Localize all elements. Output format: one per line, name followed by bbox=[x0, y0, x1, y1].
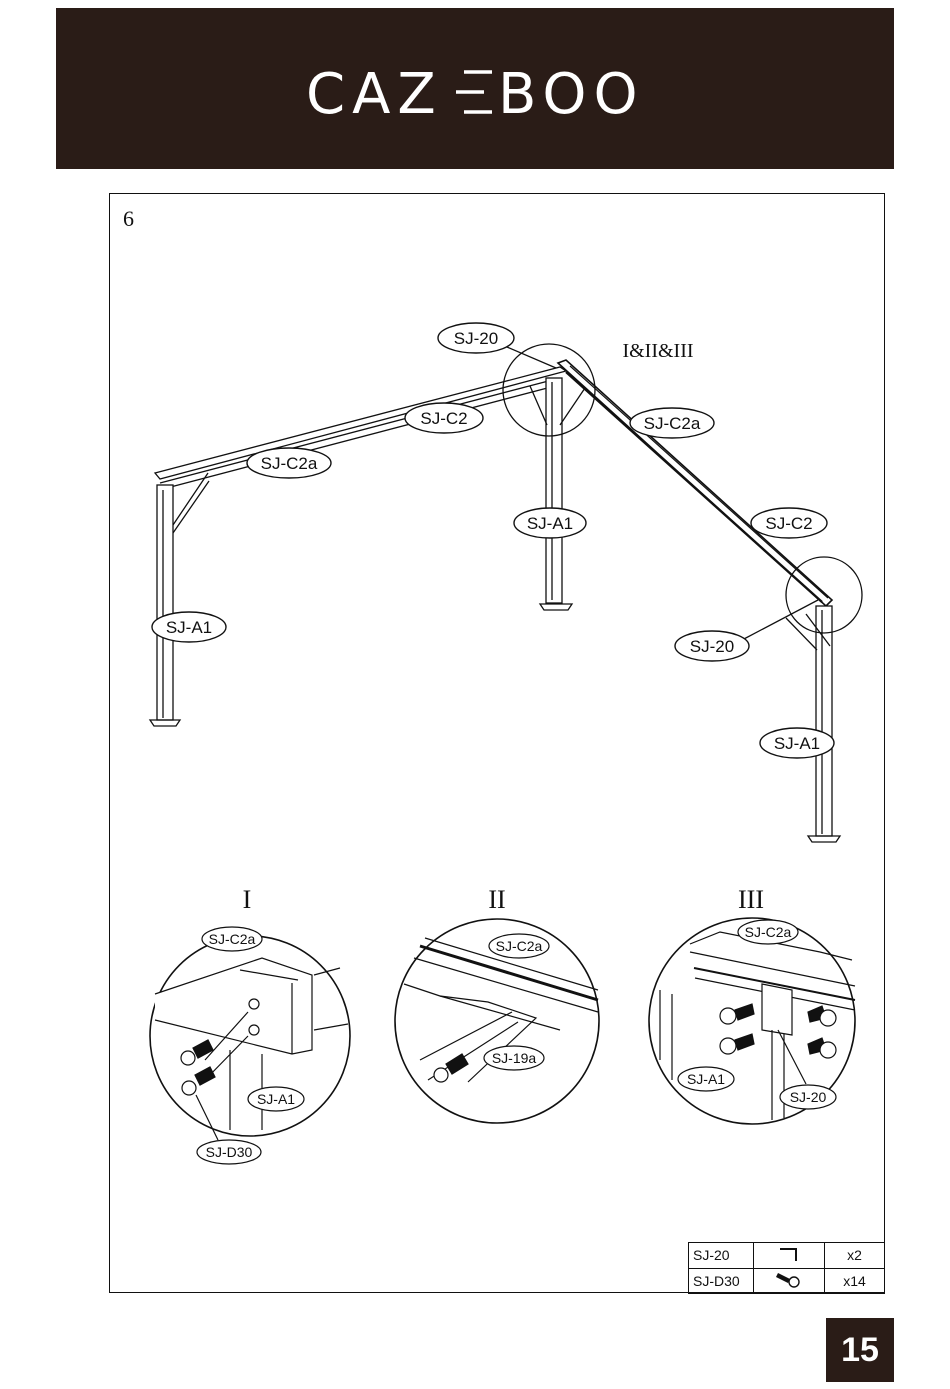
callout-c2a-left: SJ-C2a bbox=[246, 447, 332, 479]
bolt-icon bbox=[433, 1053, 469, 1083]
detail-iii-sj20-callout: SJ-20 bbox=[779, 1084, 837, 1110]
part-code: SJ-20 bbox=[688, 1242, 754, 1269]
svg-text:SJ-20: SJ-20 bbox=[790, 1089, 827, 1105]
detail-circle-top bbox=[502, 343, 596, 437]
svg-text:SJ-A1: SJ-A1 bbox=[166, 618, 212, 637]
detail-iii: III SJ-C2a SJ-A1 bbox=[648, 885, 856, 1125]
detail-i-a1-callout: SJ-A1 bbox=[247, 1086, 305, 1112]
svg-text:SJ-A1: SJ-A1 bbox=[527, 514, 573, 533]
callout-sj20-top: SJ-20 bbox=[437, 322, 515, 354]
instruction-frame bbox=[109, 193, 885, 1293]
svg-text:SJ-A1: SJ-A1 bbox=[257, 1091, 295, 1107]
brand-logo: CAZ BOO bbox=[306, 62, 645, 127]
bolt-icon bbox=[180, 1039, 219, 1141]
svg-text:SJ-C2a: SJ-C2a bbox=[644, 414, 701, 433]
svg-text:SJ-20: SJ-20 bbox=[454, 329, 498, 348]
svg-text:SJ-C2a: SJ-C2a bbox=[209, 931, 256, 947]
detail-ii-title: II bbox=[488, 885, 505, 914]
svg-text:SJ-20: SJ-20 bbox=[690, 637, 734, 656]
svg-text:SJ-D30: SJ-D30 bbox=[206, 1144, 253, 1160]
svg-text:SJ-C2: SJ-C2 bbox=[420, 409, 467, 428]
detail-circle-right bbox=[785, 556, 863, 634]
callout-a1-left: SJ-A1 bbox=[151, 611, 227, 643]
detail-ii-c2a-callout: SJ-C2a bbox=[488, 933, 550, 959]
callout-c2-left: SJ-C2 bbox=[404, 402, 484, 434]
part-qty: x2 bbox=[824, 1242, 885, 1269]
svg-text:SJ-C2: SJ-C2 bbox=[765, 514, 812, 533]
detail-i-d30-callout: SJ-D30 bbox=[196, 1139, 262, 1165]
brand-left: CAZ bbox=[306, 62, 443, 127]
detail-i: I SJ-C2a SJ-A1 SJ-D3 bbox=[149, 885, 351, 1165]
bolt-icon bbox=[776, 1273, 800, 1288]
l-bracket-icon bbox=[780, 1247, 797, 1261]
header-banner: CAZ BOO bbox=[56, 8, 894, 169]
detail-iii-title: III bbox=[738, 885, 764, 914]
parts-row: SJ-20 x2 bbox=[688, 1242, 885, 1269]
svg-text:SJ-C2a: SJ-C2a bbox=[261, 454, 318, 473]
detail-ii-19a-callout: SJ-19a bbox=[483, 1045, 545, 1071]
detail-i-c2a-callout: SJ-C2a bbox=[201, 926, 263, 952]
detail-iii-c2a-callout: SJ-C2a bbox=[737, 919, 799, 945]
callout-a1-right: SJ-A1 bbox=[759, 727, 835, 759]
brand-right: BOO bbox=[498, 62, 645, 127]
left-beam bbox=[153, 366, 568, 490]
svg-text:SJ-C2a: SJ-C2a bbox=[496, 938, 543, 954]
left-post bbox=[148, 472, 210, 727]
parts-table: SJ-20 x2 SJ-D30 x14 bbox=[688, 1242, 885, 1294]
svg-text:SJ-C2a: SJ-C2a bbox=[745, 924, 792, 940]
callout-c2-right: SJ-C2 bbox=[750, 507, 828, 539]
callout-c2a-right: SJ-C2a bbox=[629, 407, 715, 439]
right-post bbox=[785, 605, 842, 843]
detail-ii: II SJ-C2a SJ-19a bbox=[394, 885, 600, 1124]
callout-a1-mid: SJ-A1 bbox=[513, 507, 587, 539]
page-number: 15 bbox=[826, 1318, 894, 1382]
parts-row: SJ-D30 x14 bbox=[688, 1267, 885, 1294]
logo-e-mark bbox=[456, 70, 492, 114]
svg-text:SJ-A1: SJ-A1 bbox=[687, 1071, 725, 1087]
step-number: 6 bbox=[123, 206, 134, 231]
detail-reference: I&II&III bbox=[622, 340, 693, 362]
part-code: SJ-D30 bbox=[688, 1267, 754, 1294]
svg-text:SJ-A1: SJ-A1 bbox=[774, 734, 820, 753]
detail-iii-a1-callout: SJ-A1 bbox=[677, 1066, 735, 1092]
right-beam bbox=[556, 359, 834, 608]
callout-sj20-right: SJ-20 bbox=[674, 630, 750, 662]
part-qty: x14 bbox=[824, 1267, 885, 1294]
svg-text:SJ-19a: SJ-19a bbox=[492, 1050, 537, 1066]
middle-post bbox=[529, 377, 586, 611]
detail-i-title: I bbox=[243, 885, 252, 914]
